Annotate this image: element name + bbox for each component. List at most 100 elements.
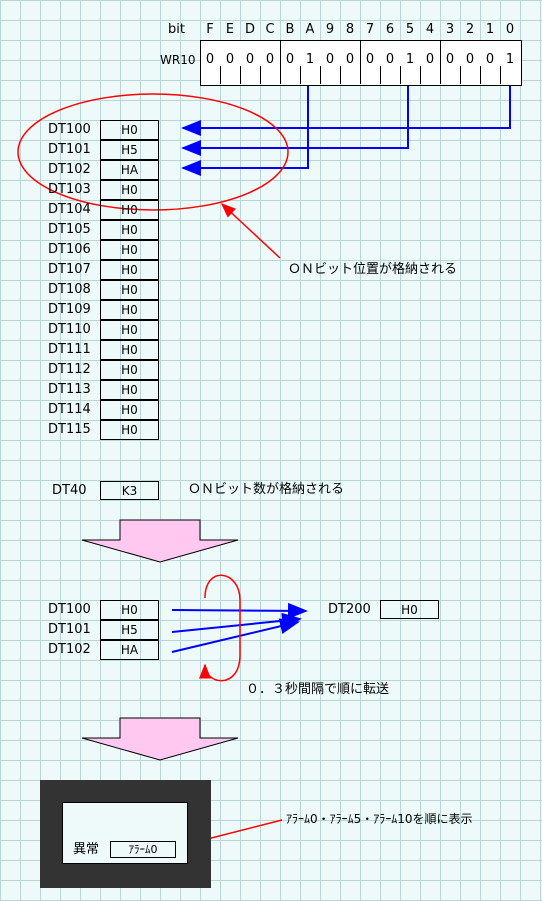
dt-row-label: DT100 bbox=[48, 122, 91, 137]
register-name: WR10 bbox=[160, 53, 196, 67]
dt-row-label: DT101 bbox=[48, 142, 91, 157]
bit-label: 1 bbox=[485, 22, 495, 37]
display-annotation: ｱﾗｰﾑ0・ｱﾗｰﾑ5・ｱﾗｰﾑ10を順に表示 bbox=[286, 812, 473, 826]
bit-value: 0 bbox=[285, 52, 295, 67]
bit-divider bbox=[300, 66, 301, 84]
bit0-to-dt100-arrow bbox=[181, 86, 511, 136]
bit-value: 0 bbox=[425, 52, 435, 67]
position-annotation: ＯＮビット位置が格納される bbox=[288, 262, 458, 277]
bit-value: 0 bbox=[265, 52, 275, 67]
bit-divider bbox=[420, 66, 421, 84]
dt-row-value: H0 bbox=[100, 260, 159, 280]
bit-label: 3 bbox=[445, 22, 455, 37]
dt-row-value: H0 bbox=[100, 400, 159, 420]
bit-label: E bbox=[225, 22, 235, 37]
highlight-ellipse bbox=[17, 93, 289, 211]
bit-label: 9 bbox=[325, 22, 335, 37]
flow-down-arrow-1 bbox=[81, 519, 239, 563]
bit-value: 0 bbox=[365, 52, 375, 67]
bit-divider bbox=[340, 66, 341, 84]
dt-row-label: DT110 bbox=[48, 322, 91, 337]
dt-row-label: DT112 bbox=[48, 362, 91, 377]
bit-value: 1 bbox=[405, 52, 415, 67]
count-value: K3 bbox=[100, 481, 159, 500]
bit-label: 2 bbox=[465, 22, 475, 37]
dest-value: H0 bbox=[380, 600, 439, 619]
dt-row-value: H0 bbox=[100, 120, 159, 140]
transfer-row-value: H5 bbox=[100, 620, 159, 640]
dt-row-label: DT108 bbox=[48, 282, 91, 297]
bit-divider bbox=[240, 66, 241, 84]
alarm-caption: 異常 bbox=[73, 842, 100, 857]
dest-label: DT200 bbox=[328, 602, 371, 617]
dt-row-value: H0 bbox=[100, 220, 159, 240]
bit-label: 8 bbox=[345, 22, 355, 37]
cycle-loop bbox=[199, 574, 241, 682]
bit-label: B bbox=[285, 22, 295, 37]
bit-value: 1 bbox=[505, 52, 515, 67]
dt-row-value: H0 bbox=[100, 300, 159, 320]
bit-value: 0 bbox=[225, 52, 235, 67]
transfer-row-value: H0 bbox=[100, 600, 159, 620]
dt-row-value: H0 bbox=[100, 280, 159, 300]
transfer-row-label: DT102 bbox=[48, 642, 91, 657]
bit-divider bbox=[320, 66, 321, 84]
dt-row-label: DT104 bbox=[48, 202, 91, 217]
transfer-annotation: ０．３秒間隔で順に転送 bbox=[246, 682, 390, 697]
dt-row-label: DT105 bbox=[48, 222, 91, 237]
dt-row-label: DT102 bbox=[48, 162, 91, 177]
transfer-row-label: DT101 bbox=[48, 622, 91, 637]
bit-label: C bbox=[265, 22, 275, 37]
screen-panel: 異常 ｱﾗｰﾑ0 bbox=[62, 802, 188, 864]
dt-row-label: DT113 bbox=[48, 382, 91, 397]
dt-row-value: H0 bbox=[100, 420, 159, 440]
dt-row-label: DT106 bbox=[48, 242, 91, 257]
nibble-divider bbox=[440, 40, 441, 84]
bit-value: 0 bbox=[345, 52, 355, 67]
dt-row-value: HA bbox=[100, 160, 159, 180]
dt-row-value: H0 bbox=[100, 180, 159, 200]
count-label: DT40 bbox=[52, 483, 87, 498]
dt-row-label: DT109 bbox=[48, 302, 91, 317]
dt-row-label: DT107 bbox=[48, 262, 91, 277]
transfer-arrow-1 bbox=[171, 602, 308, 619]
bit-value: 0 bbox=[485, 52, 495, 67]
bit-divider bbox=[400, 66, 401, 84]
bit5-to-dt101-arrow bbox=[181, 86, 409, 156]
dt-row-value: H0 bbox=[100, 380, 159, 400]
dt-row-label: DT111 bbox=[48, 342, 91, 357]
bit-value: 0 bbox=[445, 52, 455, 67]
bit-value: 0 bbox=[465, 52, 475, 67]
bit-label: 5 bbox=[405, 22, 415, 37]
nibble-divider bbox=[280, 40, 281, 84]
bit-label: 0 bbox=[505, 22, 515, 37]
bit-label: 4 bbox=[425, 22, 435, 37]
count-annotation: ＯＮビット数が格納される bbox=[188, 482, 345, 497]
dt-row-label: DT114 bbox=[48, 402, 91, 417]
bit-value: 0 bbox=[325, 52, 335, 67]
position-annotation-arrow bbox=[220, 202, 281, 259]
flow-down-arrow-2 bbox=[81, 717, 239, 761]
bit-label: 7 bbox=[365, 22, 375, 37]
dt-row-value: H0 bbox=[100, 320, 159, 340]
bit-value: 0 bbox=[245, 52, 255, 67]
transfer-row-label: DT100 bbox=[48, 602, 91, 617]
dt-row-value: H0 bbox=[100, 340, 159, 360]
bit-divider bbox=[220, 66, 221, 84]
dt-row-label: DT115 bbox=[48, 422, 91, 437]
transfer-arrow-3 bbox=[171, 618, 300, 653]
bit-divider bbox=[380, 66, 381, 84]
dt-row-value: H0 bbox=[100, 240, 159, 260]
bit-label: F bbox=[206, 22, 214, 37]
dt-row-value: H0 bbox=[100, 360, 159, 380]
bit-divider bbox=[480, 66, 481, 84]
alarm-display-field: ｱﾗｰﾑ0 bbox=[110, 841, 176, 858]
bit-divider bbox=[260, 66, 261, 84]
bit-value: 1 bbox=[305, 52, 315, 67]
bit-divider bbox=[500, 66, 501, 84]
bit-caption: bit bbox=[168, 22, 185, 37]
bit-divider bbox=[460, 66, 461, 84]
transfer-row-value: HA bbox=[100, 640, 159, 660]
bit-value: 0 bbox=[385, 52, 395, 67]
